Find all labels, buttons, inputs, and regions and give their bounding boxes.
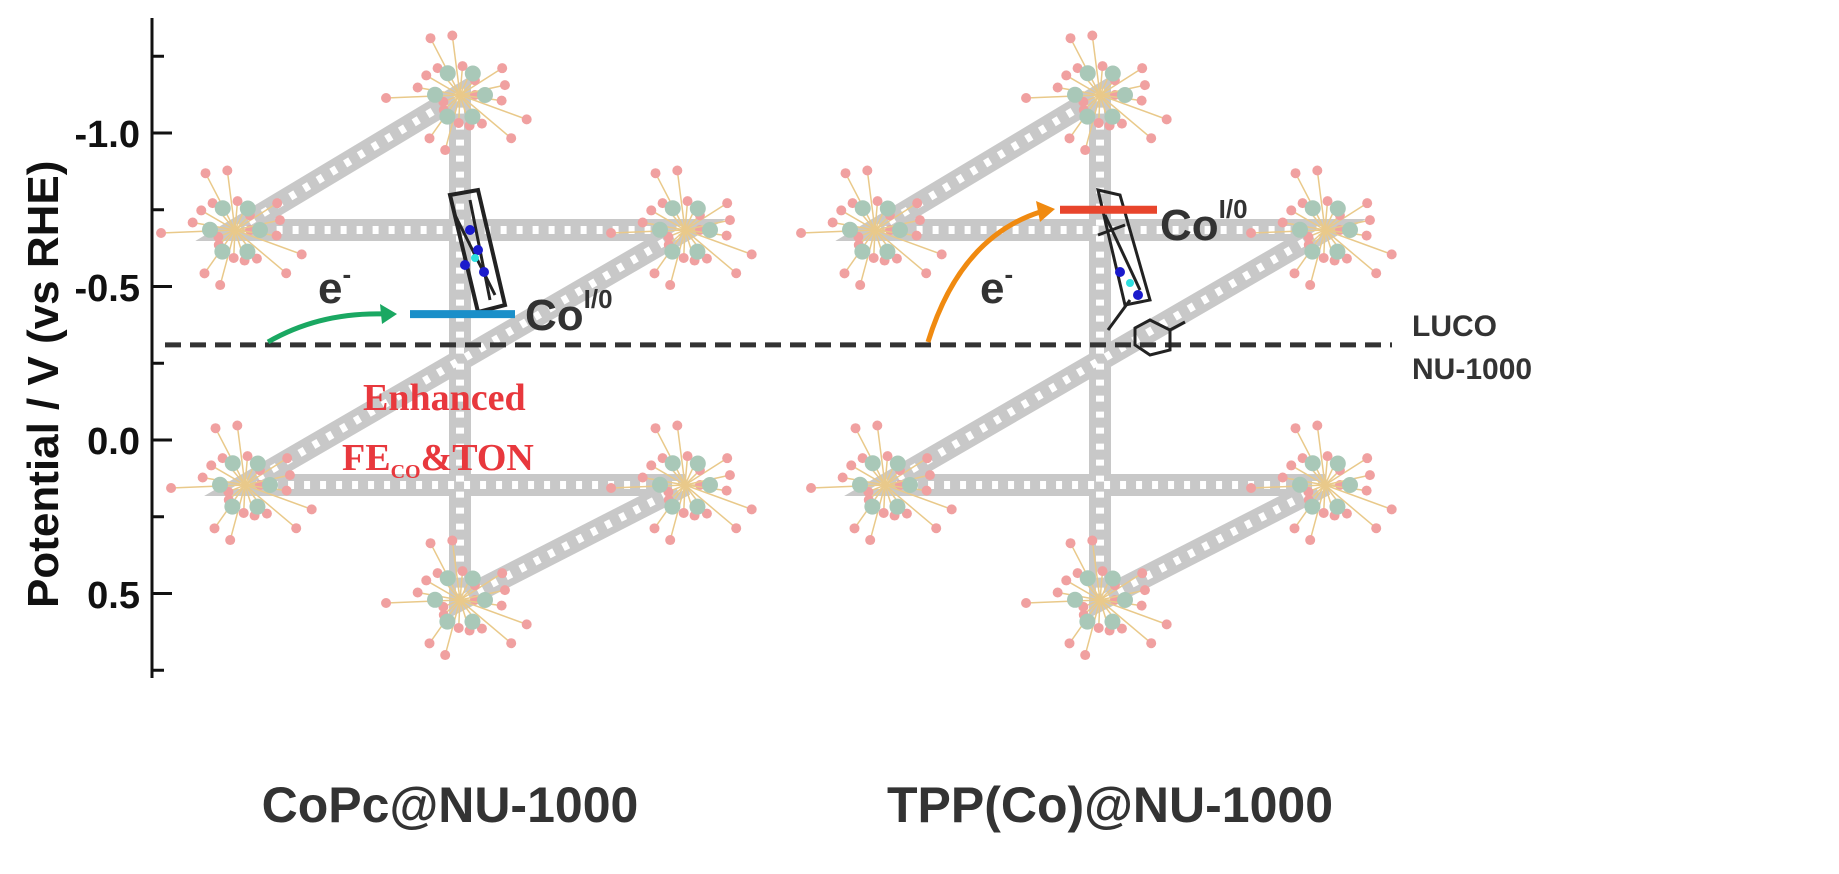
panel-title-tpp: TPP(Co)@NU-1000 [887, 777, 1333, 833]
zr-node-cluster [806, 420, 957, 546]
tick-label: -0.5 [75, 268, 140, 310]
co-level-label: CoI/0 [525, 284, 613, 340]
electron-label: e- [980, 259, 1013, 313]
co-level-label: CoI/0 [1160, 194, 1248, 250]
cobalt-phthalocyanine-molecule [447, 187, 508, 315]
enhanced-label: Enhanced [363, 377, 526, 419]
electron-transfer-arrow [266, 311, 386, 345]
zr-node-cluster [1021, 30, 1172, 156]
y-axis-ticks [152, 54, 172, 672]
tick-label: 0.5 [87, 575, 140, 617]
luco-label-nu1000: NU-1000 [1412, 353, 1532, 386]
cobalt-tpp-molecule [1095, 188, 1186, 357]
zr-node-cluster [1246, 420, 1397, 546]
nitrogen-atom [1133, 290, 1143, 300]
arrow-head [1036, 201, 1055, 222]
zr-node-cluster [796, 165, 947, 291]
zr-node-cluster [1246, 165, 1397, 291]
mof-structures [156, 30, 1397, 661]
arrow-head [380, 304, 397, 324]
electron-transfer-arrow [925, 209, 1041, 343]
zr-node-cluster [166, 420, 317, 546]
zr-node-cluster [381, 535, 532, 661]
y-axis-label: Potential / V (vs RHE) [19, 161, 68, 608]
left-panel: e- CoI/0 Enhanced FECO&TON CoPc@NU-1000 [262, 187, 639, 833]
tick-label: 0.0 [87, 421, 140, 463]
zr-node-cluster [156, 165, 307, 291]
nitrogen-atom [1115, 267, 1125, 277]
tick-label: -1.0 [75, 114, 140, 156]
fe-ton-label: FECO&TON [342, 437, 534, 483]
zr-node-cluster [1021, 535, 1172, 661]
zr-node-cluster [606, 165, 757, 291]
luco-label: LUCO [1412, 310, 1497, 343]
panel-title-copc: CoPc@NU-1000 [262, 777, 639, 833]
zr-node-cluster [606, 420, 757, 546]
right-panel: e- CoI/0 TPP(Co)@NU-1000 [887, 188, 1333, 833]
electron-label: e- [318, 259, 351, 313]
zr-node-cluster [381, 30, 532, 156]
cobalt-atom [1126, 279, 1134, 287]
